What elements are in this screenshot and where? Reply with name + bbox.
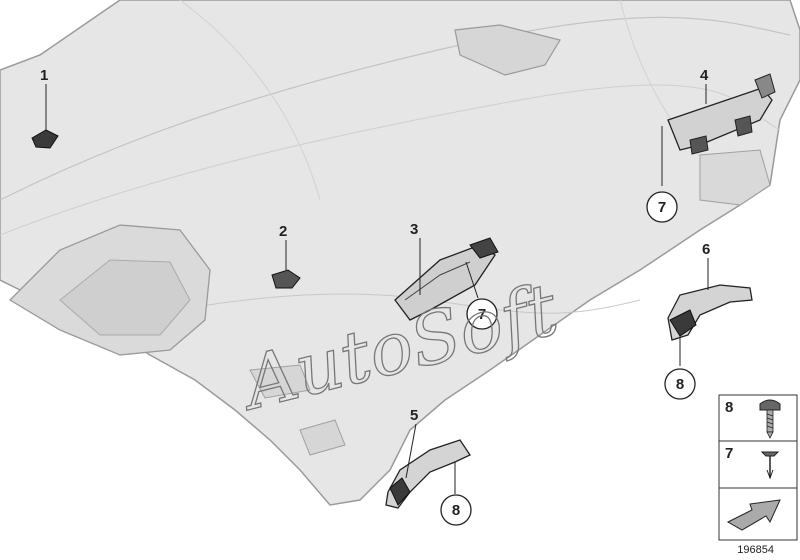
headliner-panel	[0, 0, 800, 506]
callout-7-middle: 7	[466, 298, 498, 330]
direction-arrow-icon	[726, 499, 781, 531]
svg-text:7: 7	[478, 306, 486, 323]
screw-icon	[759, 399, 781, 439]
part-label-5: 5	[410, 407, 418, 424]
part-label-4: 4	[700, 67, 709, 84]
callout-8-front: 8	[440, 494, 472, 526]
part-3-bracket: 3	[394, 221, 499, 321]
callout-7-rear: 7	[646, 191, 678, 223]
part-5-grab-handle: 5	[385, 407, 471, 509]
part-4-bracket: 4	[661, 67, 776, 186]
svg-text:8: 8	[676, 376, 684, 393]
part-label-1: 1	[40, 67, 48, 84]
legend-number-8: 8	[725, 399, 733, 416]
part-label-6: 6	[702, 241, 710, 258]
clip-pin-icon	[760, 451, 780, 480]
legend-number-7: 7	[725, 445, 733, 462]
diagram-id: 196854	[737, 544, 774, 556]
part-2-clip: 2	[271, 223, 301, 289]
part-label-3: 3	[410, 221, 418, 238]
callout-8-rear: 8	[664, 368, 696, 400]
part-1-clip: 1	[31, 67, 59, 149]
svg-text:8: 8	[452, 502, 460, 519]
part-6-grab-handle: 6	[667, 241, 753, 366]
fastener-legend: 8 7	[718, 394, 798, 541]
svg-text:7: 7	[658, 199, 666, 216]
part-label-2: 2	[279, 223, 287, 240]
